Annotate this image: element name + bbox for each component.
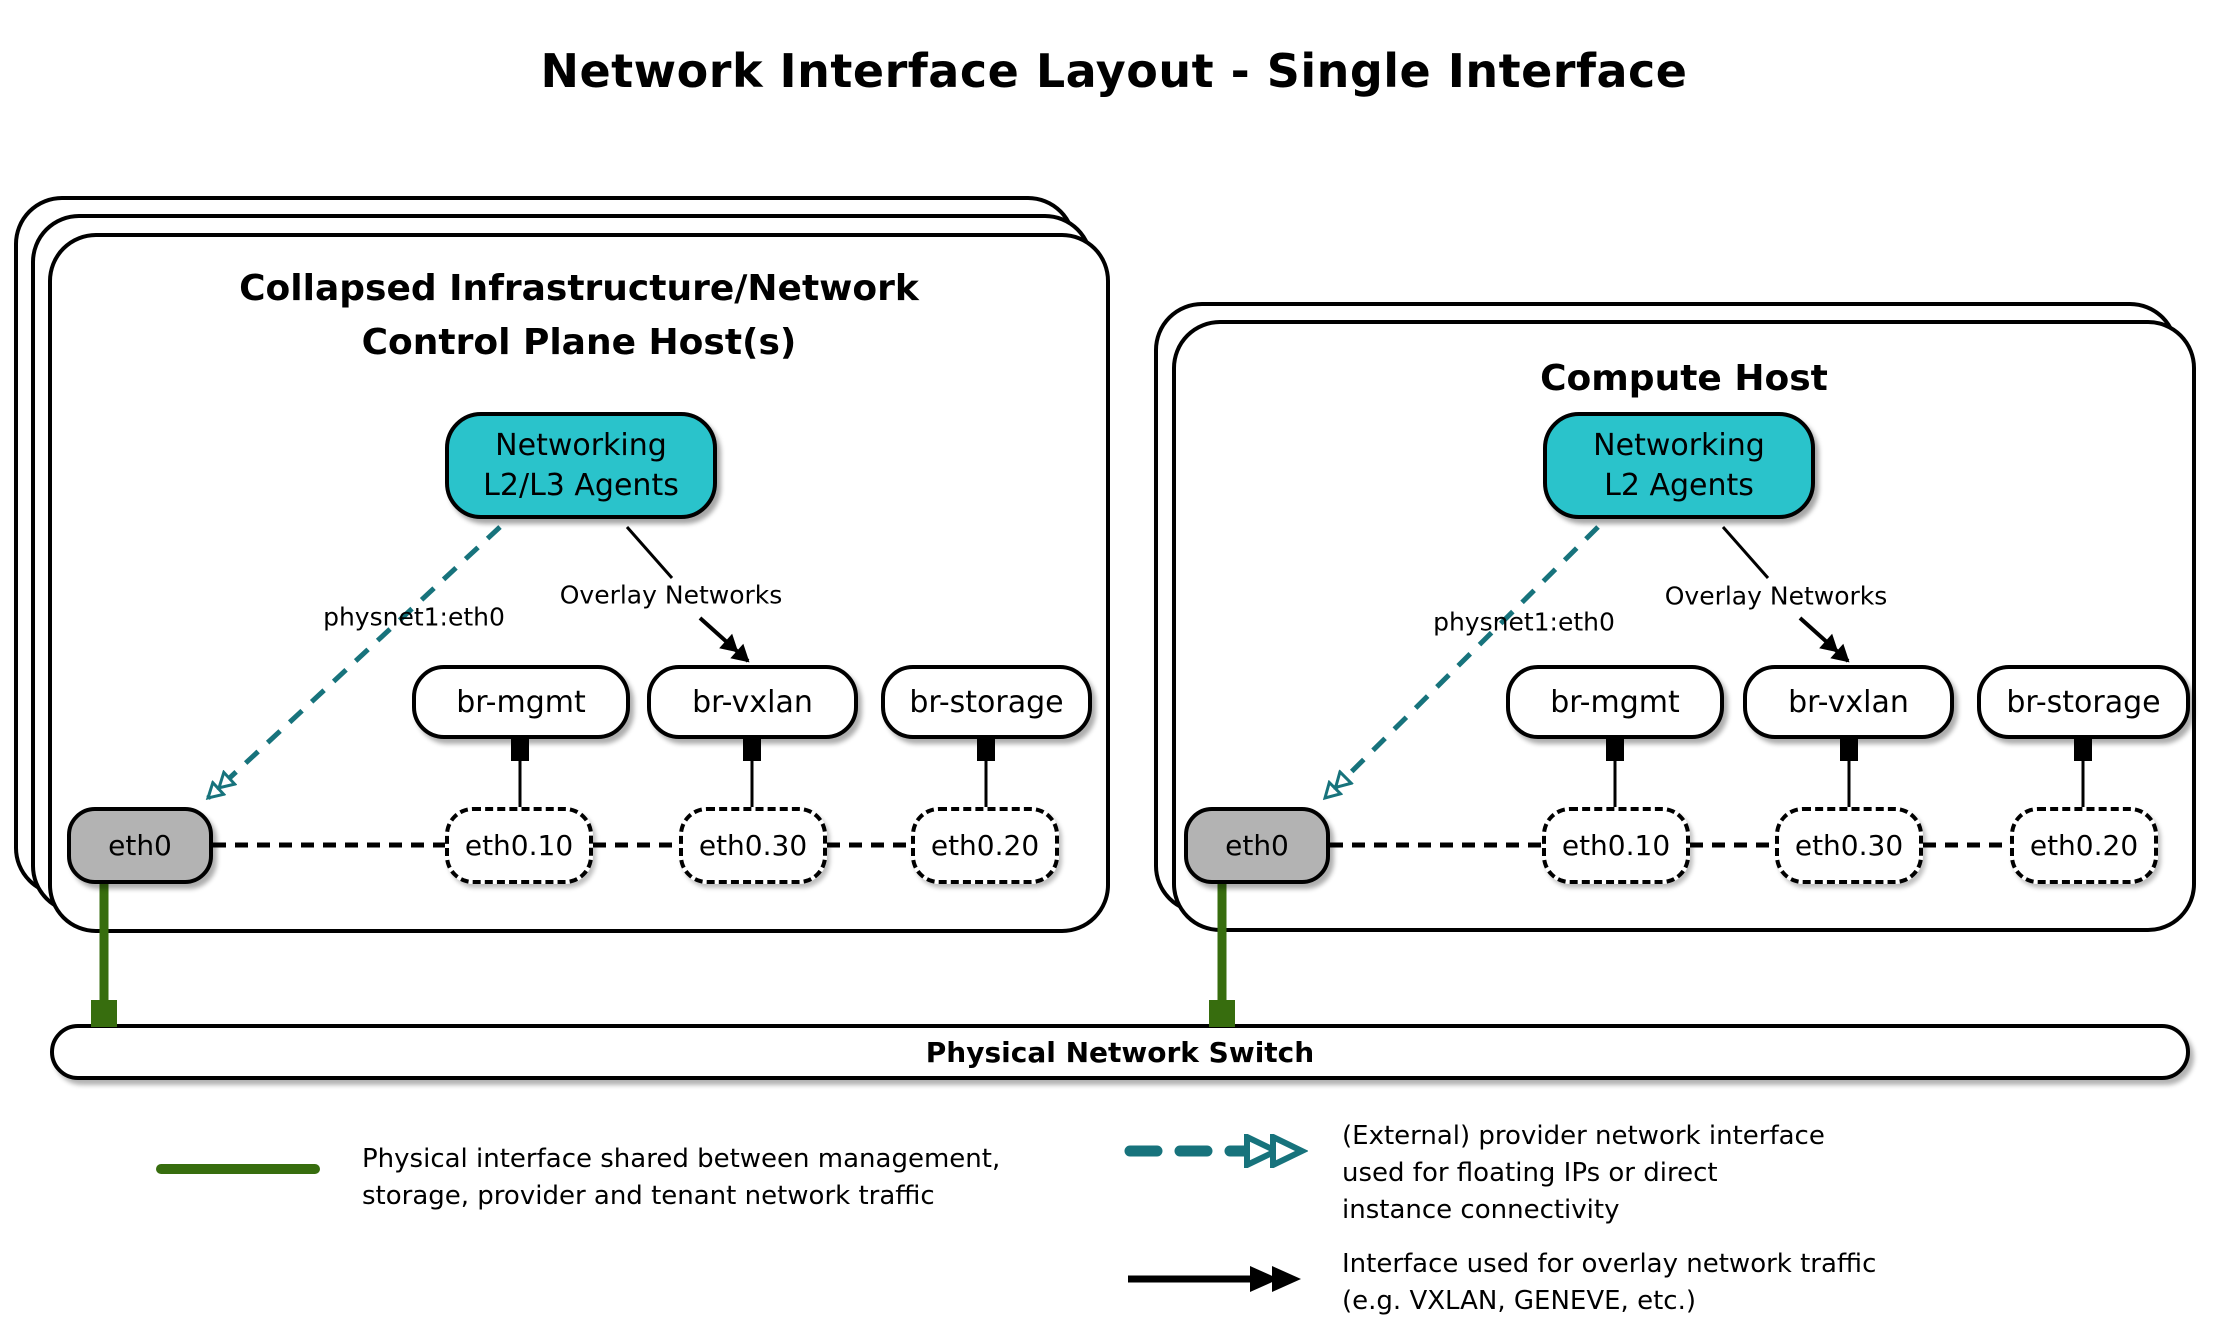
legend-provider-text: (External) provider network interface us… xyxy=(1342,1118,1825,1229)
legend-overlay-line1: Interface used for overlay network traff… xyxy=(1342,1249,1877,1279)
legend-overlay-arrow-sample xyxy=(1128,1266,1301,1292)
vlan-eth0-30-right: eth0.30 xyxy=(1775,807,1923,884)
legend-physical-line-sample xyxy=(156,1164,320,1174)
compute-host-title: Compute Host xyxy=(1172,352,2196,406)
agent-label-line2: L2/L3 Agents xyxy=(483,467,679,503)
provider-label-left: physnet1:eth0 xyxy=(323,602,505,632)
bridge-br-vxlan-right: br-vxlan xyxy=(1743,665,1954,739)
control-host-title-line1: Collapsed Infrastructure/Network xyxy=(239,268,919,309)
compute-networking-agents-node: Networking L2 Agents xyxy=(1543,412,1815,519)
vlan-eth0-10-right: eth0.10 xyxy=(1542,807,1690,884)
bridge-br-storage-right: br-storage xyxy=(1977,665,2190,739)
provider-label-right: physnet1:eth0 xyxy=(1433,607,1615,637)
legend-provider-arrow-sample xyxy=(1124,1134,1308,1168)
control-host-title-line2: Control Plane Host(s) xyxy=(361,322,797,363)
legend-physical-line2: storage, provider and tenant network tra… xyxy=(362,1181,935,1211)
control-host-title: Collapsed Infrastructure/Network Control… xyxy=(48,262,1110,370)
physical-network-switch: Physical Network Switch xyxy=(50,1024,2190,1080)
vlan-eth0-30-left: eth0.30 xyxy=(679,807,827,884)
overlay-label-right: Overlay Networks xyxy=(1664,581,1888,611)
legend-provider-line1: (External) provider network interface xyxy=(1342,1121,1825,1151)
vlan-eth0-20-right: eth0.20 xyxy=(2010,807,2158,884)
switch-port-right xyxy=(1209,1000,1235,1027)
legend-provider-line2: used for floating IPs or direct xyxy=(1342,1158,1718,1188)
interface-eth0-right: eth0 xyxy=(1184,807,1330,884)
agent-label-line1: Networking xyxy=(495,427,667,463)
compute-host-title-line1: Compute Host xyxy=(1540,358,1828,399)
bridge-br-storage-left: br-storage xyxy=(881,665,1092,739)
legend-physical-line1: Physical interface shared between manage… xyxy=(362,1144,1001,1174)
diagram-title: Network Interface Layout - Single Interf… xyxy=(540,44,1688,98)
legend-overlay-text: Interface used for overlay network traff… xyxy=(1342,1246,1876,1320)
vlan-eth0-20-left: eth0.20 xyxy=(911,807,1059,884)
switch-label: Physical Network Switch xyxy=(925,1035,1315,1069)
bridge-br-vxlan-left: br-vxlan xyxy=(647,665,858,739)
legend-overlay-line2: (e.g. VXLAN, GENEVE, etc.) xyxy=(1342,1286,1696,1316)
legend-provider-line3: instance connectivity xyxy=(1342,1195,1620,1225)
bridge-br-mgmt-right: br-mgmt xyxy=(1506,665,1724,739)
vlan-eth0-10-left: eth0.10 xyxy=(445,807,593,884)
bridge-br-mgmt-left: br-mgmt xyxy=(412,665,630,739)
control-networking-agents-node: Networking L2/L3 Agents xyxy=(445,412,717,519)
switch-port-left xyxy=(91,1000,117,1027)
agent-label-line1: Networking xyxy=(1593,427,1765,463)
interface-eth0-left: eth0 xyxy=(67,807,213,884)
overlay-label-left: Overlay Networks xyxy=(559,580,783,610)
legend-physical-text: Physical interface shared between manage… xyxy=(362,1141,1000,1215)
agent-label-line2: L2 Agents xyxy=(1604,467,1754,503)
